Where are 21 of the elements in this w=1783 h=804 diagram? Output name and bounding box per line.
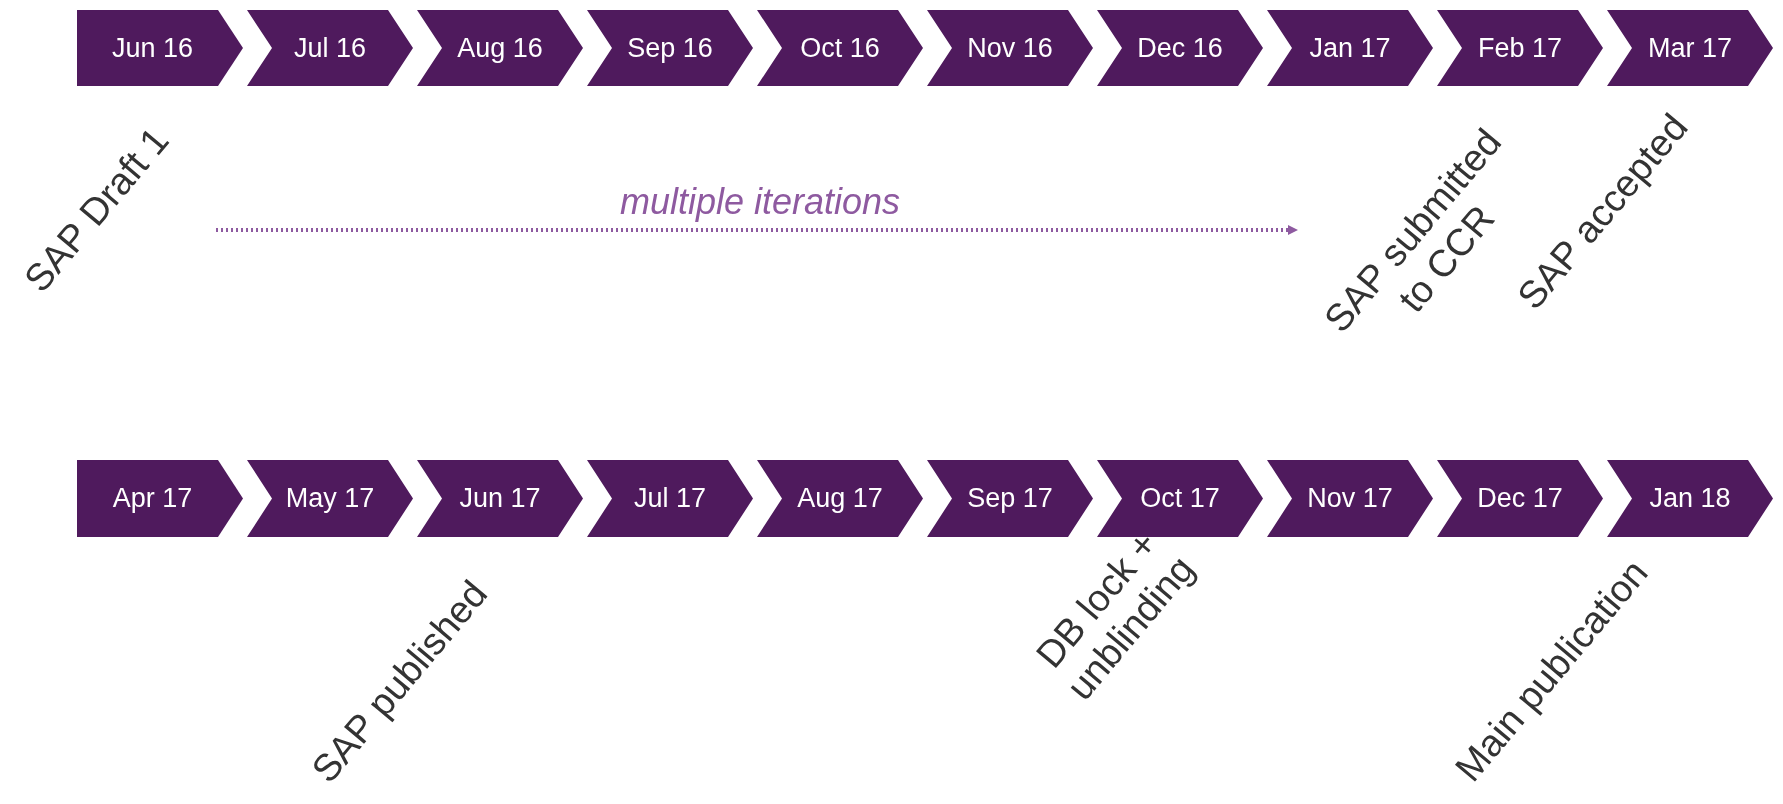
timeline-month-segment: Aug 17 (757, 460, 923, 537)
arrow-label: multiple iterations (618, 181, 902, 223)
timeline-month-segment: Oct 16 (757, 10, 923, 86)
timeline-month-segment: Jun 17 (417, 460, 583, 537)
timeline-month-segment: Jul 17 (587, 460, 753, 537)
timeline-month-segment: Jan 17 (1267, 10, 1433, 86)
timeline-month-segment: Sep 17 (927, 460, 1093, 537)
timeline-month-segment: Jun 16 (77, 10, 243, 86)
timeline-month-segment: Jul 16 (247, 10, 413, 86)
timeline-month-segment: Nov 17 (1267, 460, 1433, 537)
timeline-month-segment: Aug 16 (417, 10, 583, 86)
timeline-month-segment: Apr 17 (77, 460, 243, 537)
timeline-month-segment: Feb 17 (1437, 10, 1603, 86)
timeline-month-segment: Mar 17 (1607, 10, 1773, 86)
timeline-month-segment: May 17 (247, 460, 413, 537)
timeline-month-segment: Dec 17 (1437, 460, 1603, 537)
timeline-month-segment: Jan 18 (1607, 460, 1773, 537)
timeline-month-segment: Sep 16 (587, 10, 753, 86)
timeline-month-segment: Dec 16 (1097, 10, 1263, 86)
timeline-month-segment: Oct 17 (1097, 460, 1263, 537)
timeline-month-segment: Nov 16 (927, 10, 1093, 86)
